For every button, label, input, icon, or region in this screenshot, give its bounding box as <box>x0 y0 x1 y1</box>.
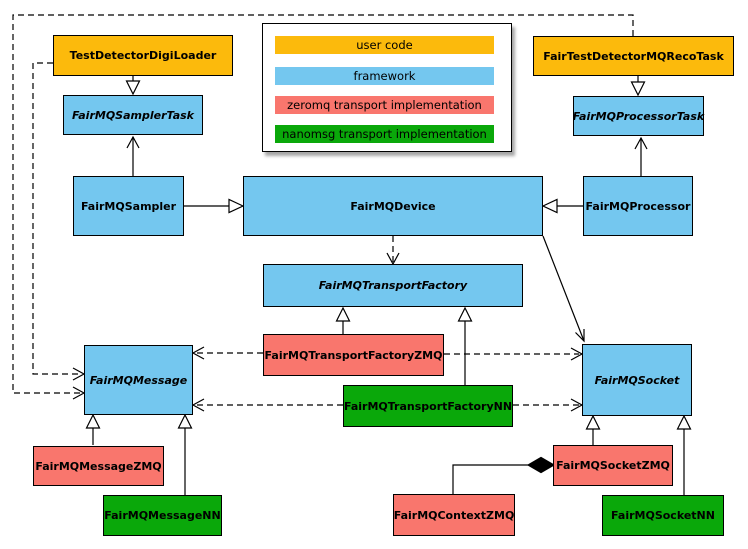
node-fairmqmessage: FairMQMessage <box>84 345 193 415</box>
node-fairmqmessagezmq: FairMQMessageZMQ <box>33 446 164 486</box>
edge-messagezmq-message <box>85 413 101 445</box>
node-fairmqsampler: FairMQSampler <box>73 176 184 236</box>
edge-tfnn-message <box>191 398 343 412</box>
node-fairmqsamplertask: FairMQSamplerTask <box>63 95 203 135</box>
edge-messagenn-message <box>177 413 193 495</box>
node-testdetectordigiloader: TestDetectorDigiLoader <box>53 35 233 76</box>
legend-item-zeromq: zeromq transport implementation <box>275 96 494 114</box>
node-fairmqtransportfactory: FairMQTransportFactory <box>263 264 523 307</box>
edge-tfzmq-message <box>191 346 263 360</box>
node-fairmqmessagenn: FairMQMessageNN <box>103 495 222 536</box>
edge-socketnn-socket <box>676 414 692 495</box>
edge-sampler-device <box>184 198 245 214</box>
legend-item-nanomsg: nanomsg transport implementation <box>275 125 494 143</box>
edge-digiloader-samplertask <box>125 76 141 96</box>
node-fairmqsocket: FairMQSocket <box>582 344 692 416</box>
node-fairmqprocessor: FairMQProcessor <box>583 176 693 236</box>
edge-recotask-processortask <box>630 76 646 97</box>
node-fairtestdetectormqrecotask: FairTestDetectorMQRecoTask <box>533 36 734 76</box>
node-fairmqsocketnn: FairMQSocketNN <box>602 495 724 536</box>
edge-tfzmq-transportfactory <box>335 306 351 334</box>
node-fairmqcontextzmq: FairMQContextZMQ <box>393 494 515 536</box>
node-fairmqtransportfactorynn: FairMQTransportFactoryNN <box>343 385 513 427</box>
edge-tfnn-transportfactory <box>457 306 473 385</box>
legend-item-user-code: user code <box>275 36 494 54</box>
edge-processor-processortask <box>634 136 648 176</box>
node-fairmqtransportfactoryzmq: FairMQTransportFactoryZMQ <box>263 334 444 376</box>
edge-sampler-samplertask <box>126 135 140 176</box>
edge-device-transportfactory <box>386 236 400 266</box>
edge-socketzmq-contextzmq <box>452 456 556 494</box>
edge-socketzmq-socket <box>585 414 601 445</box>
legend-box: user code framework zeromq transport imp… <box>262 23 512 152</box>
node-fairmqsocketzmq: FairMQSocketZMQ <box>553 445 673 486</box>
edge-device-socket <box>542 235 585 343</box>
legend-item-framework: framework <box>275 67 494 85</box>
node-fairmqprocessortask: FairMQProcessorTask <box>573 96 704 136</box>
edge-processor-device <box>541 198 583 214</box>
node-fairmqdevice: FairMQDevice <box>243 176 543 236</box>
edge-tfnn-socket <box>513 398 584 412</box>
